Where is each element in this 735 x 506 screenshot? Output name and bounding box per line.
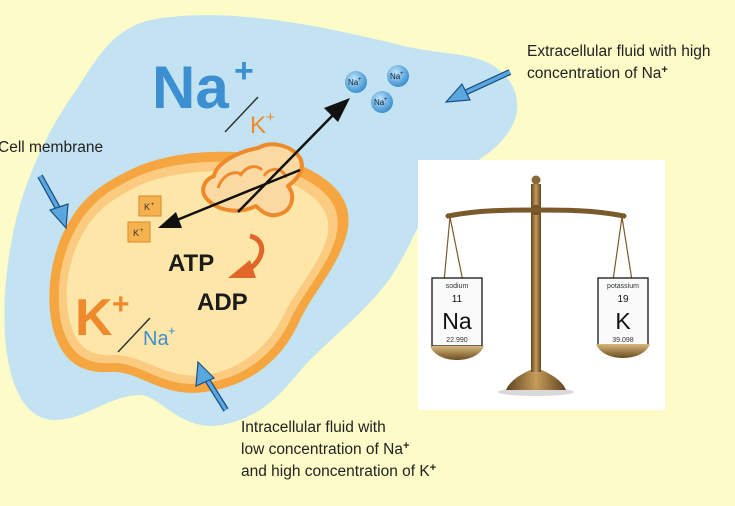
sodium-ion-1: Na + xyxy=(345,71,367,93)
potassium-ion-1: K + xyxy=(138,195,162,217)
extracellular-label-line2: concentration of Na xyxy=(527,65,662,82)
intracellular-label-line2: low concentration of Na xyxy=(241,441,403,458)
sodium-card-name: sodium xyxy=(446,283,469,290)
sodium-element-card: sodium 11 Na 22.990 xyxy=(431,277,483,347)
svg-text:+: + xyxy=(358,77,362,83)
balance-scale: sodium 11 Na 22.990 potassium 19 K 39.09… xyxy=(430,175,650,396)
extracellular-fluid-label: Extracellular fluid with high concentrat… xyxy=(527,42,711,83)
svg-text:Na: Na xyxy=(374,98,385,107)
sodium-card-mass: 22.990 xyxy=(446,337,468,344)
potassium-card-symbol: K xyxy=(615,308,631,334)
svg-text:Na: Na xyxy=(348,78,359,87)
scale-column xyxy=(531,184,541,372)
intracellular-ratio-slash xyxy=(117,317,151,353)
potassium-in-arrowhead xyxy=(158,212,182,228)
svg-text:+: + xyxy=(151,202,155,208)
potassium-card-name: potassium xyxy=(607,283,639,290)
scale-finial xyxy=(531,175,541,185)
potassium-card-mass: 39.098 xyxy=(612,337,634,344)
atp-label: ATP xyxy=(168,250,214,277)
extracellular-na-charge: + xyxy=(234,52,254,90)
extracellular-na-symbol: Na xyxy=(152,54,229,121)
svg-text:+: + xyxy=(140,228,144,234)
atp-to-adp-arrowhead xyxy=(228,260,256,278)
svg-text:Na: Na xyxy=(390,72,401,81)
svg-text:K: K xyxy=(133,228,139,238)
potassium-card-number: 19 xyxy=(617,294,629,305)
sodium-card-symbol: Na xyxy=(442,308,472,334)
scale-right-pan xyxy=(596,344,650,358)
intracellular-na-charge: + xyxy=(168,323,176,338)
sodium-potassium-pump xyxy=(201,142,304,218)
intracellular-label-sup2: + xyxy=(429,462,437,474)
potassium-in-arrow xyxy=(171,168,301,224)
intracellular-k-charge: + xyxy=(112,288,130,321)
potassium-element-card: potassium 19 K 39.098 xyxy=(597,277,649,347)
sodium-out-arrow xyxy=(237,111,337,213)
potassium-ion-2: K + xyxy=(127,221,151,243)
scale-beam xyxy=(445,207,627,219)
intracellular-label-line1: Intracellular fluid with xyxy=(241,419,386,436)
scale-left-pan xyxy=(430,346,484,360)
svg-text:K: K xyxy=(144,202,150,212)
extracellular-label-sup: + xyxy=(661,64,668,76)
sodium-ion-3: Na + xyxy=(371,91,393,113)
intracellular-label-sup1: + xyxy=(402,440,410,452)
extracellular-k-charge: + xyxy=(266,109,275,126)
svg-text:+: + xyxy=(384,97,388,103)
sodium-out-arrowhead xyxy=(324,98,350,122)
intracellular-k-symbol: K xyxy=(75,289,113,347)
extracellular-ratio-slash xyxy=(224,96,259,133)
intracellular-label-line3: and high concentration of K xyxy=(241,463,430,480)
intracellular-na-symbol: Na xyxy=(143,328,169,350)
intracellular-pointer-arrow xyxy=(195,360,229,412)
extracellular-pointer-arrow xyxy=(444,69,512,103)
balance-scale-panel: sodium 11 Na 22.990 potassium 19 K 39.09… xyxy=(418,160,665,410)
extracellular-label-line1: Extracellular fluid with high xyxy=(527,43,711,60)
adp-label: ADP xyxy=(197,289,248,316)
sodium-card-number: 11 xyxy=(452,294,463,305)
cell-membrane-label: Cell membrane xyxy=(0,139,104,156)
scale-base xyxy=(506,370,566,390)
extracellular-k-symbol: K xyxy=(250,112,266,139)
intracellular-fluid-label: Intracellular fluid with low concentrati… xyxy=(241,418,436,481)
sodium-ion-2: Na + xyxy=(387,65,409,87)
membrane-pointer-arrow xyxy=(37,174,69,230)
svg-text:+: + xyxy=(400,71,404,77)
